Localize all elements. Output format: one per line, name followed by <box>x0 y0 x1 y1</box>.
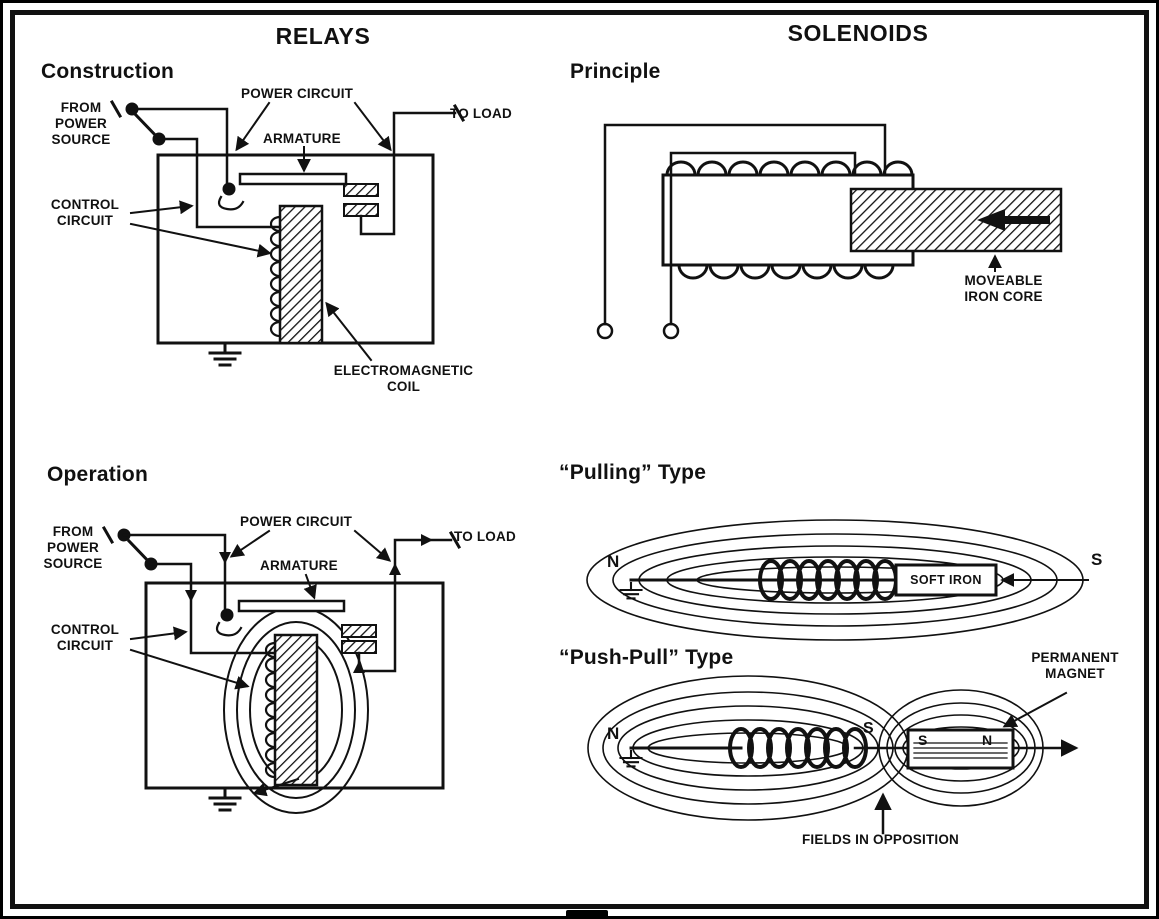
principle-title: Principle <box>570 60 661 83</box>
scan-artifact <box>566 910 608 916</box>
upper-contact <box>341 624 377 638</box>
armature-pivot-dot <box>220 608 234 622</box>
power-wire <box>122 533 227 617</box>
construction-title: Construction <box>41 60 175 83</box>
control-wire <box>157 137 282 229</box>
pulling-type-diagram <box>586 519 1089 641</box>
switch-blade <box>126 538 154 567</box>
lead-wire-outer <box>603 123 887 326</box>
upper-contact <box>343 183 379 197</box>
magnet-north-label: N <box>982 732 993 748</box>
coil-loops <box>728 727 868 769</box>
magnet-shading <box>913 742 1008 759</box>
control-circuit-label: CONTROL CIRCUIT <box>50 197 120 229</box>
coil-turns-bottom <box>677 263 895 280</box>
control-wire <box>149 562 277 655</box>
lead-wire-inner <box>669 151 857 326</box>
coil-loops <box>758 559 898 601</box>
moveable-iron-core <box>849 187 1063 253</box>
mid-south-pole-label: S <box>863 720 874 737</box>
coil-windings <box>269 215 282 338</box>
switch-blade <box>131 110 162 142</box>
operation-title: Operation <box>47 463 148 486</box>
moveable-iron-core-label: MOVEABLE IRON CORE <box>964 273 1043 305</box>
relay-operation-diagram <box>101 525 462 814</box>
ground-symbol <box>208 786 242 812</box>
power-circuit-label: POWER CIRCUIT <box>240 514 353 529</box>
fields-in-opposition-label: FIELDS IN OPPOSITION <box>801 832 959 847</box>
push-pull-type-diagram <box>587 675 1079 835</box>
relays-header: RELAYS <box>275 23 371 49</box>
lead-terminal-1 <box>596 322 614 340</box>
load-wire <box>359 111 457 236</box>
armature-pivot-dot <box>222 182 236 196</box>
to-load-label: TO LOAD <box>454 529 516 544</box>
soft-iron-label: SOFT IRON <box>910 572 982 587</box>
magnet-label-arrow <box>1002 691 1068 728</box>
armature-hook <box>217 195 245 211</box>
label-pointer-arrows <box>129 529 392 690</box>
ground-symbol <box>619 581 643 600</box>
north-pole-label: N <box>607 724 620 743</box>
source-terminal-tick <box>109 99 123 119</box>
armature-hook <box>215 621 243 637</box>
core-motion-arrow-head <box>977 209 1005 231</box>
relay-construction-diagram <box>109 99 466 367</box>
diagram-canvas <box>101 99 1089 835</box>
pulling-type-title: “Pulling” Type <box>559 461 707 484</box>
coil-body <box>278 204 324 345</box>
power-circuit-label: POWER CIRCUIT <box>241 86 354 101</box>
north-pole-label: N <box>607 552 620 571</box>
armature-bar <box>238 172 348 186</box>
to-load-label: TO LOAD <box>450 106 512 121</box>
armature-label: ARMATURE <box>260 558 338 573</box>
ground-flow-arrow <box>252 777 300 797</box>
power-wire <box>130 107 229 191</box>
from-power-source-label: FROM POWER SOURCE <box>43 524 103 572</box>
armature-bar <box>237 599 346 613</box>
coil-turns-top <box>665 160 914 177</box>
load-terminal-tick <box>452 103 466 123</box>
lead-terminal-2 <box>662 322 680 340</box>
lower-contact <box>341 640 377 654</box>
ground-symbol <box>208 341 242 367</box>
electromagnetic-coil-label: ELECTROMAGNETIC COIL <box>333 363 474 395</box>
lower-contact <box>343 203 379 217</box>
current-flow-arrows <box>185 534 433 673</box>
from-power-source-label: FROM POWER SOURCE <box>51 100 111 148</box>
label-pointer-arrows <box>129 101 392 362</box>
soft-iron-box <box>894 563 998 597</box>
ground-symbol <box>619 749 643 768</box>
magnet-south-label: S <box>918 732 928 748</box>
permanent-magnet-box <box>906 728 1015 770</box>
coil-body <box>273 633 319 787</box>
source-terminal-tick <box>101 525 115 545</box>
permanent-magnet-label: PERMANENT MAGNET <box>1031 650 1119 682</box>
load-terminal-tick <box>448 530 462 550</box>
armature-label: ARMATURE <box>263 131 341 146</box>
solenoid-principle-diagram <box>596 123 1063 340</box>
push-pull-type-title: “Push-Pull” Type <box>559 646 734 669</box>
relay-body <box>144 581 445 790</box>
south-pole-label: S <box>1091 550 1103 569</box>
control-circuit-label: CONTROL CIRCUIT <box>50 622 120 654</box>
coil-windings <box>264 641 277 779</box>
solenoids-header: SOLENOIDS <box>787 20 929 46</box>
